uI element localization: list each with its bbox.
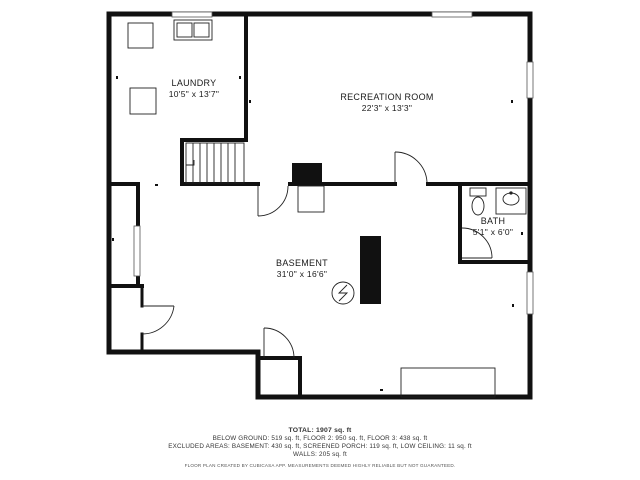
floor-areas: BELOW GROUND: 519 sq. ft, FLOOR 2: 950 s… — [212, 435, 428, 442]
water-heater-icon — [331, 281, 355, 305]
room-dimensions: 31'0" x 16'6" — [276, 269, 328, 279]
bath-wall — [458, 182, 532, 264]
room-label-recreation-room: RECREATION ROOM 22'3" x 13'3" — [340, 92, 433, 114]
counter — [400, 367, 496, 398]
excluded-areas: EXCLUDED AREAS: BASEMENT: 430 sq. ft, SC… — [168, 443, 472, 450]
laundry-wall — [180, 12, 248, 186]
furnace-base — [297, 185, 325, 213]
toilet-tank — [469, 187, 487, 197]
sink-basin — [193, 22, 210, 38]
window — [171, 11, 213, 18]
window — [431, 11, 473, 18]
window — [526, 61, 534, 99]
room-label-bath: BATH 5'1" x 6'0" — [473, 216, 513, 238]
washer — [127, 22, 154, 49]
total-area: TOTAL: 1907 sq. ft — [288, 427, 352, 434]
room-label-basement: BASEMENT 31'0" x 16'6" — [276, 258, 328, 280]
sink — [173, 19, 213, 41]
dryer — [129, 87, 157, 115]
window — [133, 225, 141, 277]
vanity — [495, 187, 527, 215]
window — [526, 271, 534, 315]
support-beam — [360, 236, 381, 304]
bath-sink — [502, 192, 520, 206]
area-summary: TOTAL: 1907 sq. ft BELOW GROUND: 519 sq.… — [0, 427, 640, 470]
room-name: BATH — [480, 216, 506, 226]
room-dimensions: 5'1" x 6'0" — [472, 227, 514, 237]
credit-line: FLOOR PLAN CREATED BY CUBICASA APP. MEAS… — [184, 463, 456, 468]
walls-area: WALLS: 205 sq. ft — [293, 451, 347, 458]
sink-basin — [176, 22, 193, 38]
room-name: LAUNDRY — [171, 78, 217, 88]
room-dimensions: 10'5" x 13'7" — [168, 89, 220, 99]
room-name: RECREATION ROOM — [340, 92, 434, 102]
closet-wall — [256, 356, 302, 399]
exterior-wall — [106, 11, 533, 400]
room-label-laundry: LAUNDRY 10'5" x 13'7" — [169, 78, 220, 100]
toilet-bowl — [471, 196, 485, 216]
room-dimensions: 22'3" x 13'3" — [361, 103, 413, 113]
stairs — [185, 142, 245, 184]
furnace — [292, 163, 322, 184]
room-name: BASEMENT — [276, 258, 328, 268]
